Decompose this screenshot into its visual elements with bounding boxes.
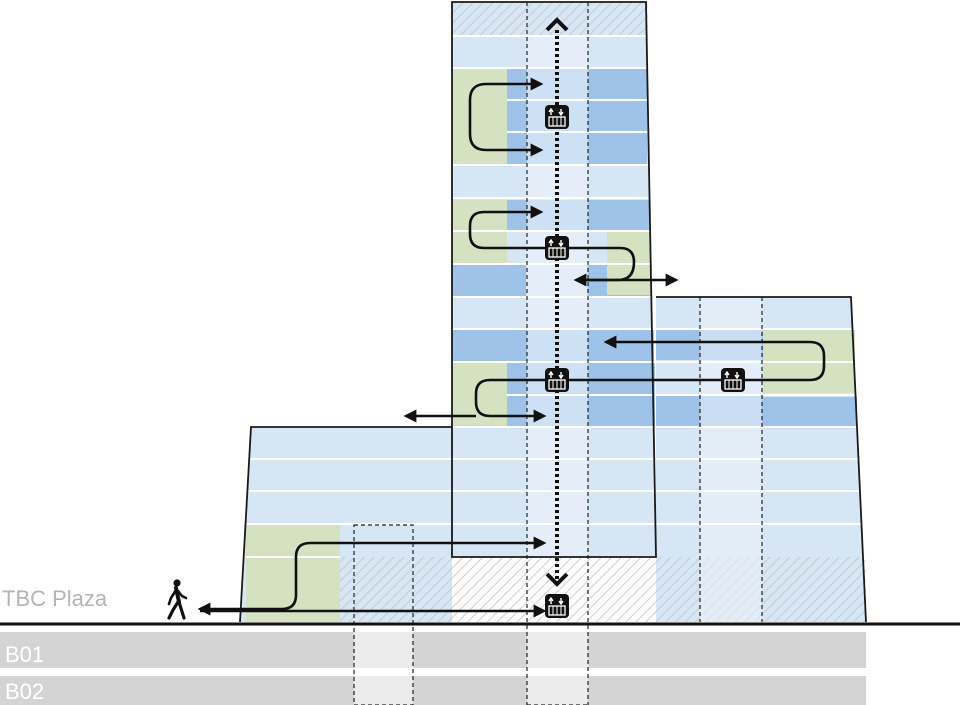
- arrow-ground-entry: [197, 536, 547, 616]
- basement-core-b01: [354, 632, 413, 668]
- basement-core-b01-main: [527, 632, 588, 668]
- arrow-east-block: [474, 335, 826, 423]
- basement-levels: [0, 632, 866, 705]
- level-b02-label: B02: [5, 679, 44, 704]
- arrow-mid-lobby: [468, 205, 636, 282]
- level-b01-label: B01: [5, 642, 44, 667]
- circulation-arrows: [197, 77, 826, 618]
- elevator-icon: [544, 104, 570, 130]
- elevator-icon: [544, 593, 570, 619]
- elevator-icon: [720, 367, 746, 393]
- basement-b02-band: [0, 676, 866, 705]
- elevator-icon: [544, 367, 570, 393]
- basement-core-b02-main: [527, 676, 588, 705]
- podium-block: [239, 426, 452, 623]
- plaza-label: TBC Plaza: [2, 586, 108, 611]
- arrow-upper-lobby: [468, 77, 544, 157]
- basement-core-b02: [354, 676, 413, 705]
- pedestrian-icon: [167, 579, 188, 620]
- east-block: [656, 296, 867, 623]
- elevator-icon: [544, 235, 570, 261]
- basement-b01-band: [0, 632, 866, 668]
